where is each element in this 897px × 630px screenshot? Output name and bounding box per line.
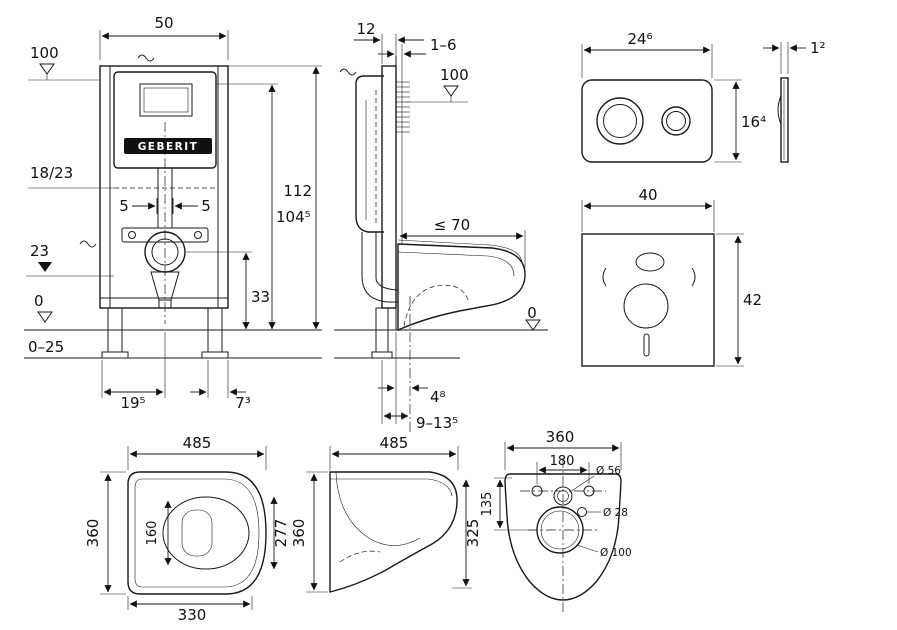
level-mark-filled bbox=[38, 262, 52, 272]
outlet-hole bbox=[536, 506, 584, 554]
dim-bowl-back-width: 360 bbox=[546, 428, 575, 446]
bowl-top-outline bbox=[127, 471, 267, 595]
level-mark-open bbox=[39, 63, 55, 75]
dim-outlet-range: 9–13⁵ bbox=[416, 414, 458, 432]
bowl-top-view: 485 360 160 277 330 bbox=[84, 434, 290, 624]
bowl-back-view: 360 180 Ø 56 Ø 28 Ø 100 135 bbox=[480, 428, 632, 612]
bolt-hole-left bbox=[531, 485, 543, 497]
dim-plate-height: 16⁴ bbox=[741, 113, 766, 131]
dim-rail-depth: 12 bbox=[356, 20, 375, 38]
cistern-profile bbox=[355, 75, 384, 233]
dim-level-0-side: 0 bbox=[527, 304, 537, 322]
drain-bend-inner bbox=[375, 232, 398, 291]
mounting-bar bbox=[121, 227, 209, 243]
inlet-hole bbox=[553, 486, 573, 506]
actuator-plate-side-view: 1² bbox=[763, 39, 826, 163]
dim-height-top: 104⁵ bbox=[276, 208, 311, 226]
dim-bolt-spacing: 180 bbox=[550, 454, 575, 469]
mat-cutout-circle bbox=[623, 283, 669, 329]
dim-mat-width: 40 bbox=[638, 186, 657, 204]
dim-level-100-side: 100 bbox=[440, 66, 469, 84]
dim-finish-thickness: 1–6 bbox=[430, 36, 457, 54]
dim-outlet-height: 33 bbox=[251, 288, 270, 306]
frame-front-view: 50 GEBERIT 100 18/23 5 5 bbox=[24, 14, 322, 412]
wall-hatch bbox=[396, 81, 410, 133]
small-hole bbox=[577, 507, 587, 517]
bowl-profile bbox=[397, 243, 526, 332]
dim-level-100: 100 bbox=[30, 44, 59, 62]
label-outlet-dia: Ø 100 bbox=[600, 547, 632, 559]
dim-outlet-offset: 4⁸ bbox=[430, 388, 446, 406]
dim-bowl-height-wall: 360 bbox=[290, 519, 308, 548]
level-mark-open bbox=[525, 319, 541, 331]
dim-plate-thickness: 1² bbox=[810, 39, 826, 57]
mat-cutout-slot bbox=[643, 333, 650, 357]
dim-seat-length: 277 bbox=[272, 519, 290, 548]
mat-cutout-right bbox=[691, 267, 696, 287]
dim-offset-right: 5 bbox=[201, 197, 211, 215]
break-symbol bbox=[79, 240, 97, 248]
label-inlet-dia: Ø 56 bbox=[596, 465, 621, 477]
bolt-hole-right bbox=[583, 485, 595, 497]
dim-supply-18-23: 18/23 bbox=[30, 164, 73, 182]
bowl-back-outline bbox=[504, 473, 622, 601]
dim-level-0: 0 bbox=[34, 292, 44, 310]
dim-plate-width: 24⁶ bbox=[627, 30, 652, 48]
drain-bend-outer bbox=[361, 232, 398, 303]
dim-bowl-length-side: 485 bbox=[380, 434, 409, 452]
dim-bowl-330: 330 bbox=[178, 606, 207, 624]
geberit-logo-text: GEBERIT bbox=[138, 141, 199, 153]
access-window bbox=[139, 83, 193, 117]
foot-left bbox=[101, 351, 129, 359]
seat-opening bbox=[162, 496, 250, 570]
label-small-dia: Ø 28 bbox=[603, 507, 628, 519]
actuator-plate-front-view: 24⁶ 16⁴ bbox=[581, 30, 766, 163]
flush-button-large bbox=[596, 97, 644, 145]
dim-connection-height: 135 bbox=[480, 492, 495, 517]
geberit-logo-plate bbox=[124, 138, 212, 154]
mat-cutout-oval bbox=[635, 252, 665, 272]
bowl-water-area bbox=[181, 509, 213, 557]
dim-level-23: 23 bbox=[30, 242, 49, 260]
dim-bowl-depth: ≤ 70 bbox=[434, 216, 470, 234]
foot-right bbox=[201, 351, 229, 359]
button-profile bbox=[777, 95, 782, 125]
dim-floor-range: 0–25 bbox=[28, 338, 64, 356]
break-symbol bbox=[137, 54, 155, 62]
dim-bowl-length-top: 485 bbox=[183, 434, 212, 452]
insulation-mat-view: 40 42 bbox=[581, 186, 762, 367]
dim-bottom-right: 7³ bbox=[235, 394, 251, 412]
flush-plate bbox=[581, 79, 713, 163]
level-mark-open bbox=[37, 311, 53, 323]
dim-bottom-left: 19⁵ bbox=[120, 394, 145, 412]
dim-bowl-height-front: 325 bbox=[464, 519, 482, 548]
foot-side bbox=[371, 351, 393, 359]
dim-frame-width: 50 bbox=[154, 14, 173, 32]
flush-plate-side bbox=[780, 77, 789, 163]
bowl-side-view: 485 360 325 bbox=[290, 434, 482, 593]
frame-rail bbox=[381, 65, 397, 309]
mat-cutout-left bbox=[602, 267, 607, 287]
dim-bowl-inner: 160 bbox=[145, 521, 160, 546]
break-symbol bbox=[339, 68, 357, 76]
level-mark-open bbox=[443, 85, 459, 97]
bowl-side-outline bbox=[329, 471, 458, 593]
frame-side-view: 12 1–6 100 ≤ 70 0 bbox=[334, 20, 548, 432]
insulation-mat bbox=[581, 233, 715, 367]
dim-offset-left: 5 bbox=[119, 197, 129, 215]
dim-mat-height: 42 bbox=[743, 291, 762, 309]
dim-bowl-width-top: 360 bbox=[84, 519, 102, 548]
dim-height-total: 112 bbox=[283, 182, 312, 200]
flush-button-small bbox=[661, 106, 691, 136]
